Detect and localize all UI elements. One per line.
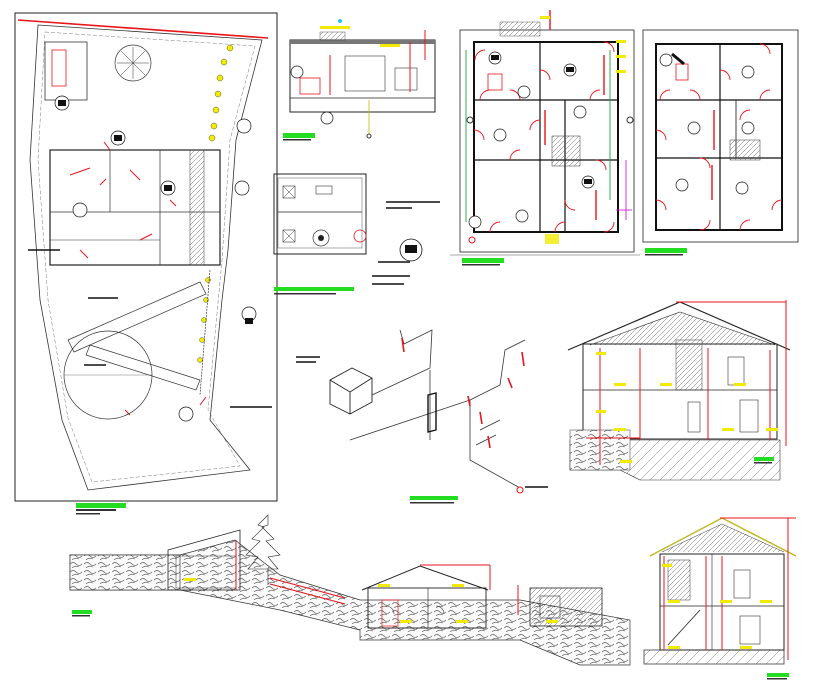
section-strip-view — [283, 19, 436, 141]
upper-floor-fixtures — [659, 53, 755, 195]
site-garage-car — [51, 49, 67, 87]
long-section-view — [69, 514, 631, 666]
site-note-lines — [28, 249, 272, 408]
upper-floor-plan-view — [642, 29, 799, 256]
tank-detail-title-bar — [274, 287, 354, 291]
site-hedge-markers — [197, 44, 234, 363]
ground-floor-plan-view — [450, 10, 640, 266]
isometric-title-bar — [410, 496, 458, 500]
tank-detail-view — [273, 173, 440, 295]
site-road-edge — [17, 19, 269, 39]
site-plot-outline — [29, 24, 263, 491]
isometric-view — [296, 329, 548, 504]
site-red-annotations — [69, 141, 207, 416]
site-tree-symbol — [114, 44, 152, 82]
site-ramp — [67, 281, 207, 353]
site-plan-view — [14, 12, 278, 515]
elevation-right-title-bar — [754, 457, 774, 461]
upper-floor-door-swings — [655, 43, 783, 231]
house-section-bottom-title-bar — [767, 673, 789, 677]
ground-floor-title-bar — [462, 258, 504, 263]
site-house-footprint — [49, 149, 221, 266]
site-plan-title-bar — [76, 503, 126, 508]
house-section-bottom-view — [643, 517, 797, 680]
ground-floor-door-swings — [473, 41, 615, 233]
site-plot-inner — [37, 31, 256, 483]
upper-floor-title-bar — [645, 248, 687, 253]
long-section-title-bar — [72, 610, 92, 614]
section-strip-title-bar — [283, 133, 315, 138]
long-section-tree — [245, 514, 281, 585]
site-fixture-symbols — [54, 95, 257, 422]
elevation-right-view — [567, 300, 791, 481]
site-plan-border — [14, 12, 278, 502]
iso-tank — [329, 367, 373, 415]
